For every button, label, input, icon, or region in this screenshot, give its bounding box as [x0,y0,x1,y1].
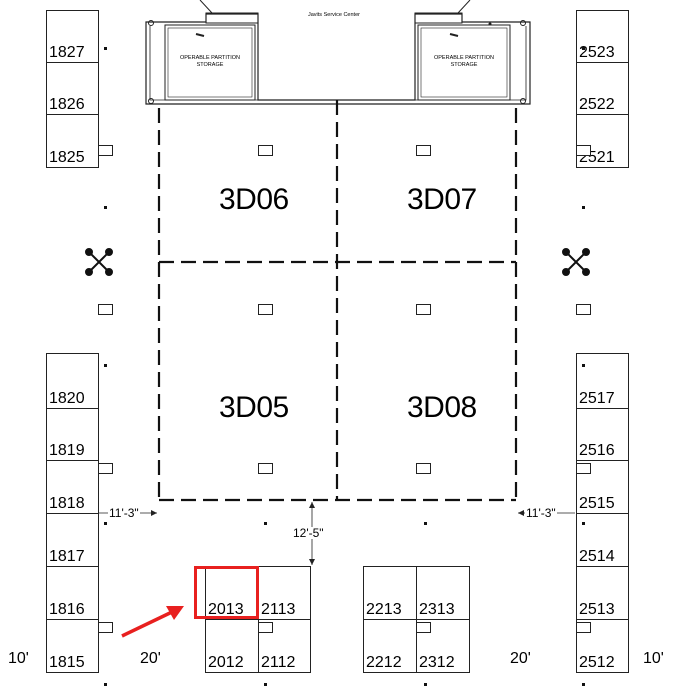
floor-box [258,145,273,156]
booth-2512[interactable]: 2512 [576,619,629,673]
booth-2312[interactable]: 2312 [416,619,470,673]
floor-box [576,622,591,633]
dimension-center-gap: 12'-5" [292,526,325,540]
booth-1826[interactable]: 1826 [46,62,99,115]
floor-box [258,463,273,474]
room-3d08[interactable]: 3D08 [407,391,477,424]
booth-2013[interactable]: 2013 [205,566,259,620]
booth-2313[interactable]: 2313 [416,566,470,620]
column-dot [104,206,107,209]
service-center-outline [145,0,531,105]
booth-2113[interactable]: 2113 [258,566,311,620]
booth-1815[interactable]: 1815 [46,619,99,673]
floor-box [416,304,431,315]
booth-2513[interactable]: 2513 [576,566,629,620]
column-dot [424,683,427,686]
edge-width-right: 10' [643,650,664,667]
dimension-right-gap: 11'-3" [525,506,557,520]
floor-box [98,463,113,474]
column-dot [104,522,107,525]
room-3d07[interactable]: 3D07 [407,183,477,216]
aisle-width-left: 20' [140,650,161,667]
x-marker-right [562,248,590,276]
edge-width-left: 10' [8,650,29,667]
right-storage-label: OPERABLE PARTITION STORAGE [433,55,494,68]
column-dot [104,364,107,367]
red-arrow-icon [121,606,184,638]
floor-box [98,304,113,315]
booth-2521[interactable]: 2521 [576,114,629,168]
room-3d06[interactable]: 3D06 [219,183,289,216]
booth-2517[interactable]: 2517 [576,353,629,409]
booth-2522[interactable]: 2522 [576,62,629,115]
service-center-title: Javits Service Center [308,12,360,18]
column-dot [582,522,585,525]
column-dot [582,47,585,50]
booth-1819[interactable]: 1819 [46,408,99,461]
column-dot [424,522,427,525]
column-dot [582,683,585,686]
booth-1817[interactable]: 1817 [46,513,99,567]
aisle-width-right: 20' [510,650,531,667]
booth-1825[interactable]: 1825 [46,114,99,168]
left-storage-label: OPERABLE PARTITION STORAGE [179,55,240,68]
floor-box [258,622,273,633]
column-dot [104,683,107,686]
column-dot [104,47,107,50]
highlight-box [194,566,259,619]
column-dot [582,364,585,367]
floor-box [98,145,113,156]
floor-box [98,622,113,633]
floor-box [416,622,431,633]
booth-1827[interactable]: 1827 [46,10,99,63]
booth-2012[interactable]: 2012 [205,619,259,673]
booth-2213[interactable]: 2213 [363,566,417,620]
booth-1820[interactable]: 1820 [46,353,99,409]
booth-1818[interactable]: 1818 [46,460,99,514]
floor-box [258,304,273,315]
column-dot [264,683,267,686]
room-3d05[interactable]: 3D05 [219,391,289,424]
dimension-left-gap: 11'-3" [108,506,140,520]
booth-2523[interactable]: 2523 [576,10,629,63]
floor-box [576,463,591,474]
booth-1816[interactable]: 1816 [46,566,99,620]
column-dot [582,206,585,209]
x-marker-left [85,248,113,276]
floor-box [576,145,591,156]
column-dot [264,522,267,525]
floor-box [576,304,591,315]
booth-2212[interactable]: 2212 [363,619,417,673]
floor-box [416,463,431,474]
booth-2516[interactable]: 2516 [576,408,629,461]
floor-box [416,145,431,156]
